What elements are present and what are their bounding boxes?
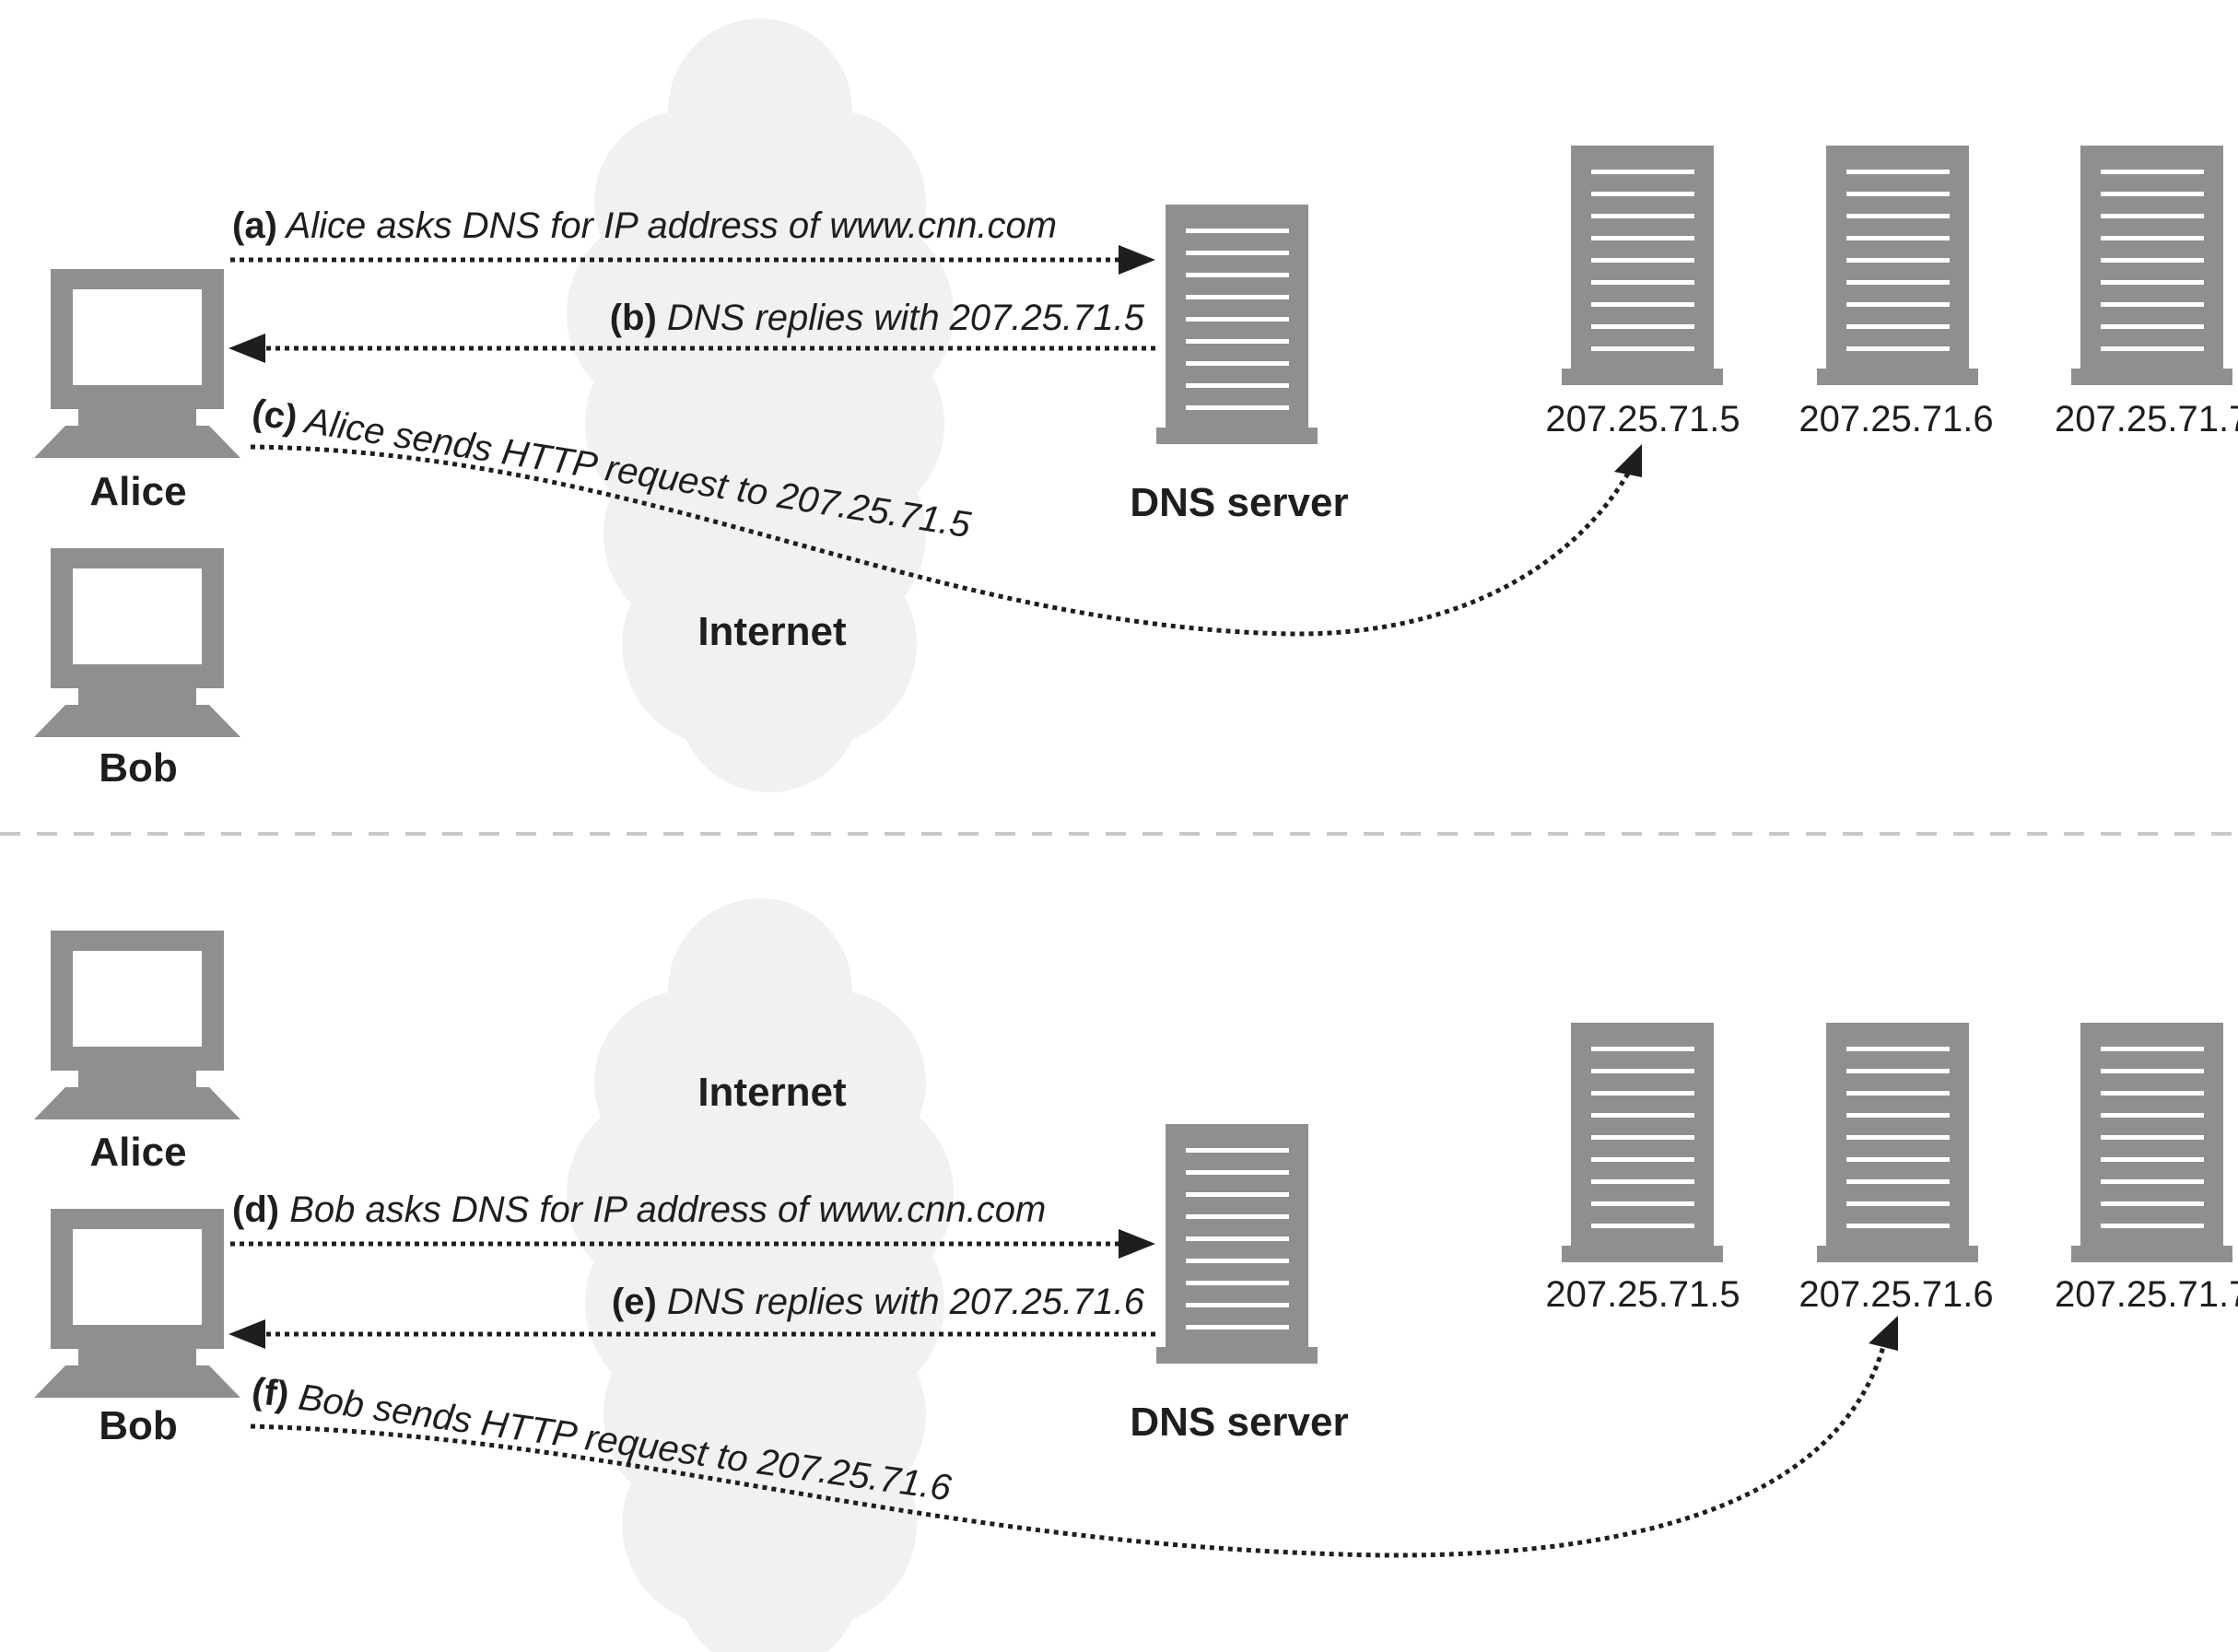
arrow-c-head [1614,444,1642,477]
bob-label-bottom: Bob [99,1403,178,1448]
internet-cloud-bottom [567,898,954,1652]
web-server-2-icon-top [1817,146,1978,385]
alice-computer-icon [34,269,240,458]
dns-server-icon-bottom [1156,1124,1318,1364]
arrow-e-head [228,1319,265,1349]
alice-label-top: Alice [89,469,186,514]
internet-cloud-top [567,18,954,792]
dns-server-icon-top [1156,205,1318,444]
server-ip-1-bottom: 207.25.71.5 [1545,1274,1740,1315]
cloud-label-bottom: Internet [697,1070,847,1115]
web-server-1-icon-top [1562,146,1723,385]
step-e-label: (e) DNS replies with 207.25.71.6 [612,1282,1145,1322]
arrow-d-head [1119,1229,1155,1259]
server-ip-2-bottom: 207.25.71.6 [1799,1274,1993,1315]
cloud-label-top: Internet [697,609,847,654]
arrow-f [250,1342,1887,1558]
arrow-b-head [228,334,265,363]
web-server-3-icon-top [2071,146,2232,385]
dns-server-label-top: DNS server [1130,480,1348,525]
bottom-panel: Internet Alice Bob DNS server 207.25.71.… [34,898,2238,1652]
top-panel: Internet Alice Bob DNS server 207.25.71.… [34,18,2238,792]
bob-label-top: Bob [99,745,178,791]
alice-computer-icon-bottom [34,931,240,1119]
arrow-a-head [1119,245,1155,275]
server-ip-1-top: 207.25.71.5 [1545,399,1740,439]
arrow-f-head [1869,1316,1898,1351]
step-b-label: (b) DNS replies with 207.25.71.5 [610,298,1145,338]
arrow-c [250,444,1635,637]
bob-computer-icon [34,548,240,737]
alice-label-bottom: Alice [89,1130,186,1175]
server-ip-3-top: 207.25.71.7 [2055,399,2238,439]
bob-computer-icon-bottom [34,1209,240,1398]
web-server-3-icon-bottom [2071,1023,2232,1262]
step-a-label: (a) Alice asks DNS for IP address of www… [232,205,1057,246]
step-d-label: (d) Bob asks DNS for IP address of www.c… [232,1189,1046,1230]
web-server-1-icon-bottom [1562,1023,1723,1262]
server-ip-3-bottom: 207.25.71.7 [2055,1274,2238,1315]
dns-server-label-bottom: DNS server [1130,1400,1348,1445]
server-ip-2-top: 207.25.71.6 [1799,399,1993,439]
web-server-2-icon-bottom [1817,1023,1978,1262]
